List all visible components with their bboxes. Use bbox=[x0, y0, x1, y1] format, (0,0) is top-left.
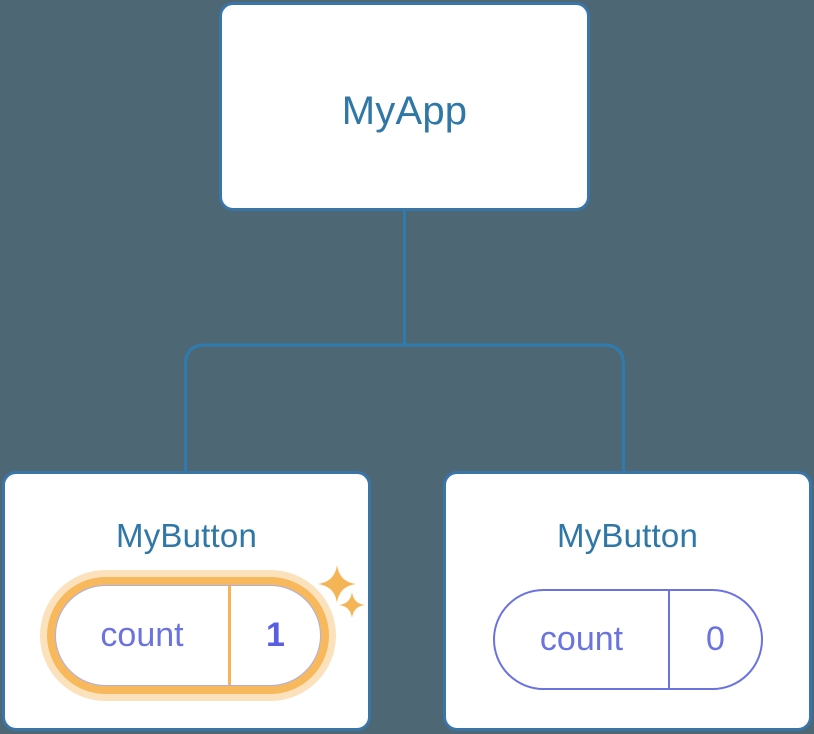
sparkle-icon-large bbox=[318, 565, 356, 603]
component-label-mybutton-right: MyButton bbox=[557, 517, 698, 554]
component-label-mybutton-left: MyButton bbox=[116, 517, 257, 554]
state-key-right: count bbox=[495, 591, 670, 688]
state-value-left: 1 bbox=[266, 616, 285, 654]
sparkle-icon-small bbox=[339, 592, 365, 618]
state-pill-plain[interactable]: count 0 bbox=[493, 589, 763, 690]
component-label-myapp: MyApp bbox=[341, 89, 468, 133]
state-key-left: count bbox=[56, 586, 231, 685]
state-pill-body-left[interactable]: count 1 bbox=[55, 585, 321, 686]
edge-branch-bus bbox=[184, 343, 625, 473]
state-value-right: 0 bbox=[706, 620, 725, 658]
state-pill-body-right[interactable]: count 0 bbox=[493, 589, 763, 690]
state-pill-highlighted[interactable]: count 1 bbox=[40, 570, 336, 701]
component-node-myapp[interactable]: MyApp bbox=[219, 2, 590, 211]
